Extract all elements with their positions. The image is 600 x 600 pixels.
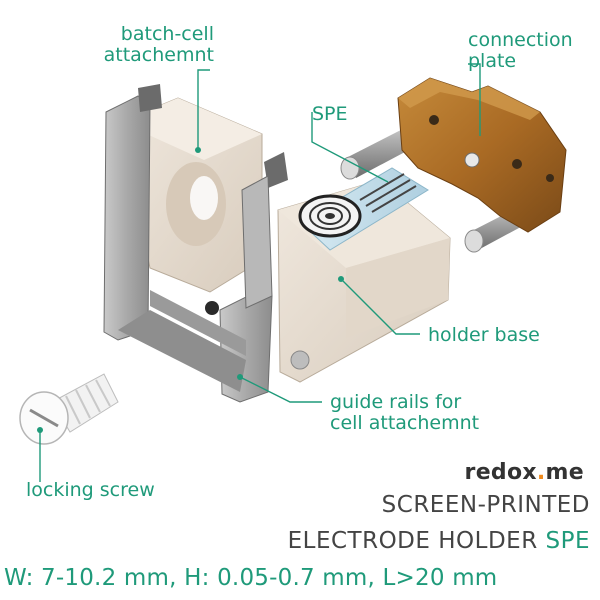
- leader-guide-rails: [239, 376, 322, 403]
- label-guide-rails-line1: guide rails for: [330, 391, 462, 413]
- label-connection-plate-line2: plate: [468, 50, 517, 72]
- leader-connection-plate: [468, 63, 481, 136]
- batch-cell-attachment: [119, 97, 263, 293]
- brand-part1: redox: [464, 460, 537, 485]
- title-line1: SCREEN-PRINTED: [381, 492, 590, 518]
- brand-logo: redox.me: [465, 460, 584, 485]
- connection-plate: [397, 77, 567, 233]
- title-line2: ELECTRODE HOLDER SPE: [288, 528, 590, 554]
- label-guide-rails: guide rails for cell attachemnt: [330, 392, 479, 434]
- label-holder-base: holder base: [428, 324, 540, 346]
- leader-lines: [39, 63, 481, 482]
- locking-screw: [19, 373, 119, 445]
- leader-batch-cell: [197, 69, 210, 150]
- leader-spe: [311, 112, 389, 183]
- specs-text: W: 7-10.2 mm, H: 0.05-0.7 mm, L>20 mm: [4, 565, 498, 591]
- spe-strip: [298, 167, 429, 251]
- guide-rails: [103, 84, 288, 403]
- label-batch-cell-line1: batch-cell: [120, 23, 214, 45]
- label-connection-plate: connection plate: [468, 30, 573, 72]
- brand-dot: .: [536, 460, 546, 485]
- label-batch-cell: batch-cell attachemnt: [84, 24, 214, 66]
- label-spe: SPE: [312, 103, 348, 125]
- label-batch-cell-line2: attachemnt: [103, 44, 214, 66]
- title-line2-prefix: ELECTRODE HOLDER: [287, 528, 546, 554]
- label-connection-plate-line1: connection: [468, 29, 573, 51]
- label-locking-screw: locking screw: [26, 479, 155, 501]
- leader-holder-base: [340, 278, 420, 335]
- label-guide-rails-line2: cell attachemnt: [330, 412, 480, 434]
- brand-part2: me: [545, 460, 584, 485]
- title-line2-highlight: SPE: [545, 528, 590, 554]
